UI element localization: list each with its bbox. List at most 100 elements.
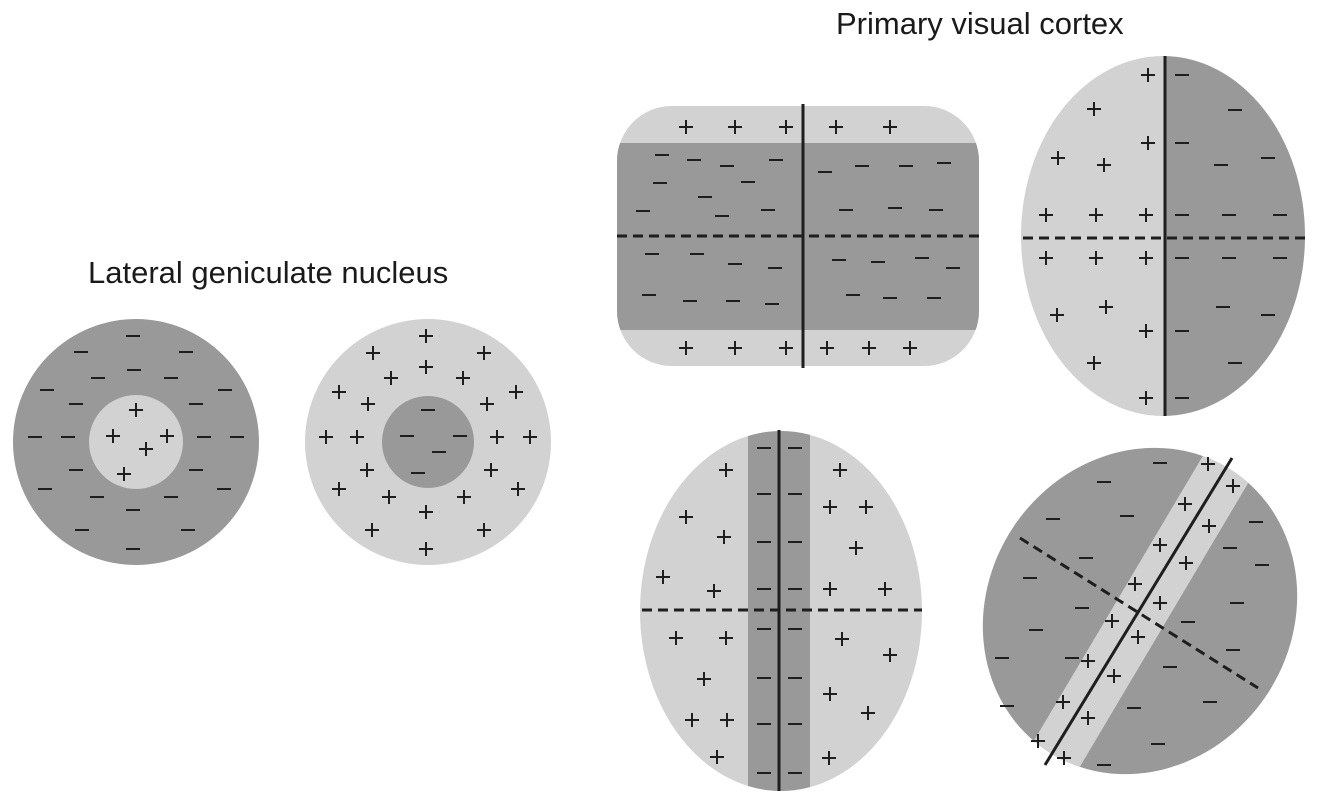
plus-mark	[1097, 158, 1111, 172]
plus-mark	[862, 341, 876, 355]
plus-mark	[419, 505, 433, 519]
plus-mark	[1179, 556, 1193, 570]
v1-horizontal-field	[617, 104, 979, 368]
plus-mark	[878, 582, 892, 596]
plus-mark	[883, 120, 897, 134]
v1-oblique-bar-field	[970, 420, 1310, 795]
lgn-on-center	[382, 396, 474, 488]
plus-mark	[820, 341, 834, 355]
plus-mark	[1153, 538, 1167, 552]
plus-mark	[1131, 630, 1145, 644]
plus-mark	[332, 385, 346, 399]
plus-mark	[728, 341, 742, 355]
plus-mark	[1039, 251, 1053, 265]
plus-mark	[384, 371, 398, 385]
v1-title: Primary visual cortex	[836, 6, 1124, 41]
plus-mark	[822, 751, 836, 765]
plus-mark	[679, 120, 693, 134]
plus-mark	[829, 120, 843, 134]
plus-mark	[656, 570, 670, 584]
plus-mark	[523, 430, 537, 444]
plus-mark	[823, 500, 837, 514]
lgn-title: Lateral geniculate nucleus	[88, 255, 449, 290]
plus-mark	[509, 385, 523, 399]
plus-mark	[477, 346, 491, 360]
plus-mark	[129, 403, 143, 417]
plus-mark	[1050, 308, 1064, 322]
plus-mark	[861, 706, 875, 720]
plus-mark	[365, 523, 379, 537]
plus-mark	[511, 482, 525, 496]
plus-mark	[835, 632, 849, 646]
plus-mark	[1051, 151, 1065, 165]
plus-mark	[419, 360, 433, 374]
plus-mark	[419, 329, 433, 343]
plus-mark	[779, 341, 793, 355]
plus-mark	[1153, 596, 1167, 610]
plus-mark	[903, 341, 917, 355]
plus-mark	[117, 467, 131, 481]
plus-mark	[1139, 324, 1153, 338]
plus-mark	[160, 429, 174, 443]
plus-mark	[366, 346, 380, 360]
v1-oblique-excitatory-band	[1026, 454, 1250, 780]
plus-mark	[1057, 751, 1071, 765]
plus-mark	[883, 648, 897, 662]
plus-mark	[720, 713, 734, 727]
lgn-on-center-field	[305, 319, 551, 565]
plus-mark	[419, 542, 433, 556]
lgn-off-center-field	[13, 319, 259, 565]
lgn-off-center	[89, 395, 183, 489]
plus-mark	[849, 541, 863, 555]
plus-mark	[350, 430, 364, 444]
plus-mark	[1201, 457, 1215, 471]
plus-mark	[1128, 577, 1142, 591]
plus-mark	[477, 523, 491, 537]
plus-mark	[139, 442, 153, 456]
plus-mark	[717, 530, 731, 544]
plus-mark	[1107, 669, 1121, 683]
plus-mark	[710, 750, 724, 764]
v1-edge-field	[1021, 56, 1305, 416]
plus-mark	[480, 397, 494, 411]
plus-mark	[1139, 251, 1153, 265]
plus-mark	[332, 482, 346, 496]
plus-mark	[1031, 734, 1045, 748]
plus-mark	[823, 687, 837, 701]
plus-mark	[360, 463, 374, 477]
plus-mark	[859, 500, 873, 514]
plus-mark	[1039, 208, 1053, 222]
plus-mark	[1141, 68, 1155, 82]
plus-mark	[833, 463, 847, 477]
plus-mark	[823, 582, 837, 596]
plus-mark	[679, 341, 693, 355]
v1-edge-inhibitory-half	[1165, 56, 1305, 416]
plus-mark	[1089, 251, 1103, 265]
plus-mark	[490, 430, 504, 444]
plus-mark	[1105, 614, 1119, 628]
plus-mark	[685, 713, 699, 727]
plus-mark	[728, 120, 742, 134]
plus-mark	[1081, 711, 1095, 725]
plus-mark	[1087, 102, 1101, 116]
plus-mark	[719, 631, 733, 645]
plus-mark	[707, 584, 721, 598]
plus-mark	[779, 120, 793, 134]
plus-mark	[1056, 695, 1070, 709]
plus-mark	[1202, 519, 1216, 533]
plus-mark	[1139, 391, 1153, 405]
plus-mark	[1081, 654, 1095, 668]
plus-mark	[1139, 208, 1153, 222]
plus-mark	[697, 672, 711, 686]
plus-mark	[719, 463, 733, 477]
plus-mark	[457, 490, 471, 504]
plus-mark	[1141, 136, 1155, 150]
plus-mark	[1089, 208, 1103, 222]
plus-mark	[456, 371, 470, 385]
plus-mark	[106, 429, 120, 443]
plus-mark	[382, 490, 396, 504]
plus-mark	[484, 463, 498, 477]
plus-mark	[1099, 300, 1113, 314]
plus-mark	[1178, 497, 1192, 511]
